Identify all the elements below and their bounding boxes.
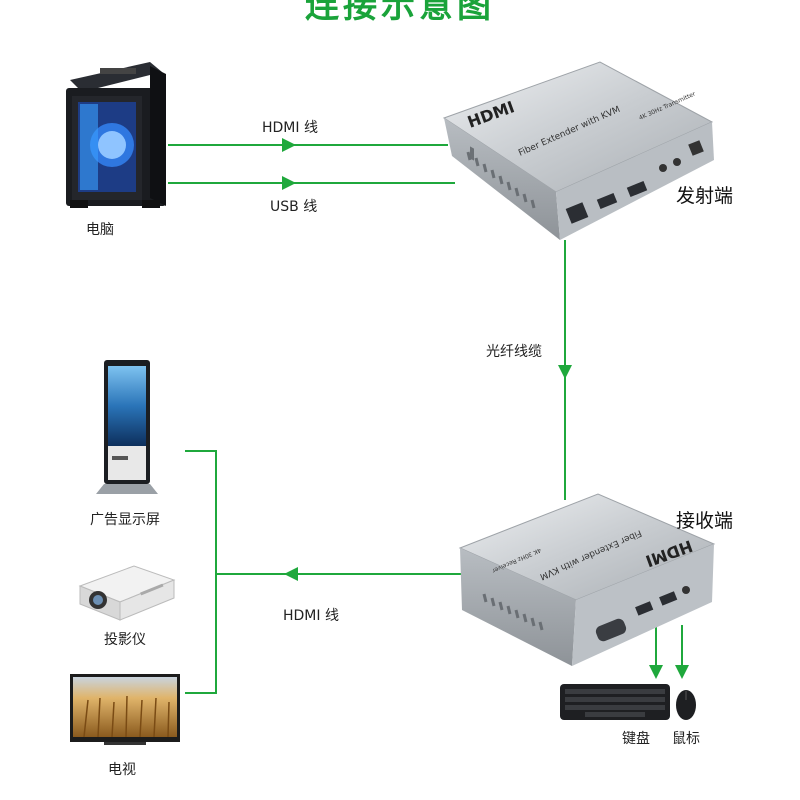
digital-signage-icon [96,360,158,494]
arrow-hdmi-top [282,138,296,152]
label-mouse: 鼠标 [672,731,700,747]
tv-icon [70,674,180,745]
arrow-hdmi-bottom [284,567,298,581]
arrow-keyboard [649,665,663,679]
diagram-title: 连接示意图 [305,0,495,26]
label-receiver: 接收端 [676,510,734,532]
transmitter-device: HDMI Fiber Extender with KVM 4K 30Hz Tra… [442,61,714,240]
arrow-fiber [558,365,572,379]
mouse-icon [676,690,696,720]
label-transmitter: 发射端 [676,185,734,207]
label-fiber: 光纤线缆 [486,344,542,360]
computer-tower-icon [66,62,166,208]
label-hdmi-bottom: HDMI 线 [283,608,339,624]
projector-icon [78,565,176,621]
label-hdmi-top: HDMI 线 [262,120,318,136]
label-signage: 广告显示屏 [90,512,160,528]
label-keyboard: 键盘 [622,731,650,747]
keyboard-icon [560,684,670,720]
arrow-usb [282,176,296,190]
arrow-mouse [675,665,689,679]
receiver-device: HDMI Fiber Extender with KVM 4K 30Hz Rec… [458,493,716,666]
arrow-heads [282,138,689,679]
output-bus [185,450,217,694]
label-computer: 电脑 [86,222,114,238]
label-usb: USB 线 [270,199,318,215]
label-tv: 电视 [108,762,136,778]
label-projector: 投影仪 [104,632,146,648]
